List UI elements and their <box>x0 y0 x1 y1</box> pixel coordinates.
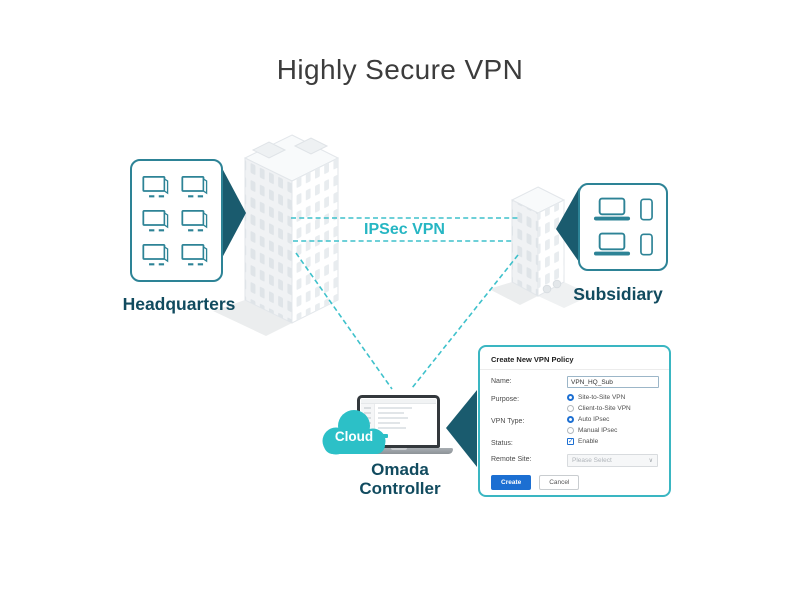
controller-link-subsidiary <box>411 254 519 389</box>
enable-checkbox-checked-icon[interactable]: ✓ <box>567 438 574 445</box>
ipsec-vpn-label: IPSec VPN <box>364 221 445 238</box>
vpn-type-field-row: VPN Type: Auto IPsec Manual IPsec <box>491 416 658 438</box>
controller-link-hq <box>295 252 393 390</box>
laptop-icon <box>593 197 631 220</box>
dialog-button-row: Create Cancel <box>491 475 658 490</box>
phone-icon <box>640 198 653 221</box>
remote-site-label: Remote Site: <box>491 456 532 463</box>
subsidiary-devices-box <box>578 183 668 271</box>
name-field-row: Name: <box>491 376 659 388</box>
headquarters-label: Headquarters <box>122 294 236 314</box>
radio-site-to-site-label: Site-to-Site VPN <box>578 394 626 401</box>
subsidiary-building-icon <box>510 186 566 297</box>
radio-site-to-site-selected-icon[interactable] <box>567 394 574 401</box>
cloud-label: Cloud <box>334 429 374 444</box>
cloud-icon <box>322 410 386 455</box>
page-title: Highly Secure VPN <box>276 54 524 85</box>
monitor-icon <box>142 175 169 197</box>
phone-icon <box>640 233 653 256</box>
status-field-row: Status: ✓ Enable <box>491 438 658 449</box>
monitor-icon <box>142 209 169 231</box>
remote-site-select[interactable]: Please Select ∨ <box>567 454 658 467</box>
dialog-title: Create New VPN Policy <box>480 347 669 370</box>
omada-controller-label: Omada Controller <box>359 460 441 498</box>
purpose-field-row: Purpose: Site-to-Site VPN Client-to-Site… <box>491 394 658 416</box>
name-label: Name: <box>491 378 512 385</box>
hq-building-icon <box>243 134 340 324</box>
headquarters-devices-box <box>130 159 223 282</box>
subsidiary-arrow-icon <box>556 188 579 262</box>
monitor-icon <box>181 209 208 231</box>
radio-client-to-site-icon[interactable] <box>567 405 574 412</box>
purpose-label: Purpose: <box>491 396 520 403</box>
create-button[interactable]: Create <box>491 475 532 490</box>
radio-auto-ipsec-label: Auto IPsec <box>578 416 610 423</box>
controller-laptop-base <box>343 448 453 454</box>
subsidiary-label: Subsidiary <box>573 284 663 304</box>
monitor-icon <box>181 175 208 197</box>
radio-auto-ipsec-selected-icon[interactable] <box>567 416 574 423</box>
remote-site-placeholder: Please Select <box>572 457 612 464</box>
monitor-icon <box>142 243 169 265</box>
radio-manual-ipsec-icon[interactable] <box>567 427 574 434</box>
remote-site-field-row: Remote Site: Please Select ∨ <box>491 454 658 467</box>
create-vpn-policy-dialog: Create New VPN Policy Name: Purpose: Sit… <box>478 345 671 497</box>
vpn-type-label: VPN Type: <box>491 418 525 425</box>
monitor-icon <box>181 243 208 265</box>
radio-client-to-site-label: Client-to-Site VPN <box>578 405 631 412</box>
radio-manual-ipsec-label: Manual IPsec <box>578 427 618 434</box>
enable-checkbox-label: Enable <box>578 438 599 445</box>
status-label: Status: <box>491 440 513 447</box>
hq-arrow-icon <box>222 168 246 258</box>
dialog-arrow-icon <box>446 390 477 467</box>
cancel-button[interactable]: Cancel <box>539 475 580 490</box>
laptop-icon <box>593 232 631 255</box>
name-input[interactable] <box>567 376 659 388</box>
building-shadows <box>213 282 592 336</box>
chevron-down-icon: ∨ <box>648 458 653 464</box>
